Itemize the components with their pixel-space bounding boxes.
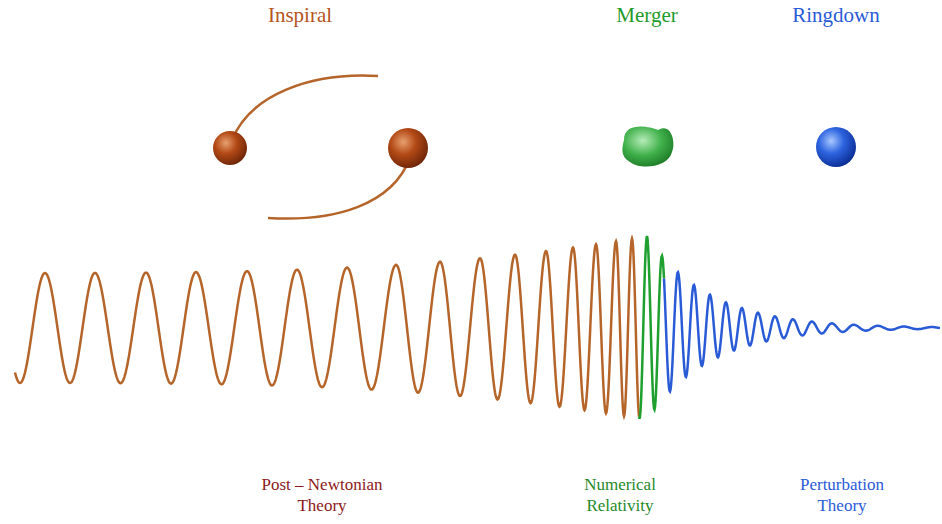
method-label: Perturbation Theory (786, 474, 898, 517)
method-label: Numerical Relativity (564, 474, 676, 517)
merging-black-holes (622, 127, 673, 167)
merger-wave (639, 236, 664, 419)
orbit-arc (232, 76, 378, 140)
phase-heading: Merger (567, 2, 727, 28)
phase-heading: Ringdown (746, 2, 926, 28)
phase-heading: Inspiral (200, 2, 400, 28)
method-label: Post – Newtonian Theory (242, 474, 402, 517)
ringdown-wave (664, 272, 940, 391)
black-hole (213, 131, 247, 165)
final-black-hole (816, 127, 856, 167)
black-hole (388, 128, 428, 168)
orbit-arc (268, 158, 410, 219)
inspiral-wave (15, 239, 639, 417)
